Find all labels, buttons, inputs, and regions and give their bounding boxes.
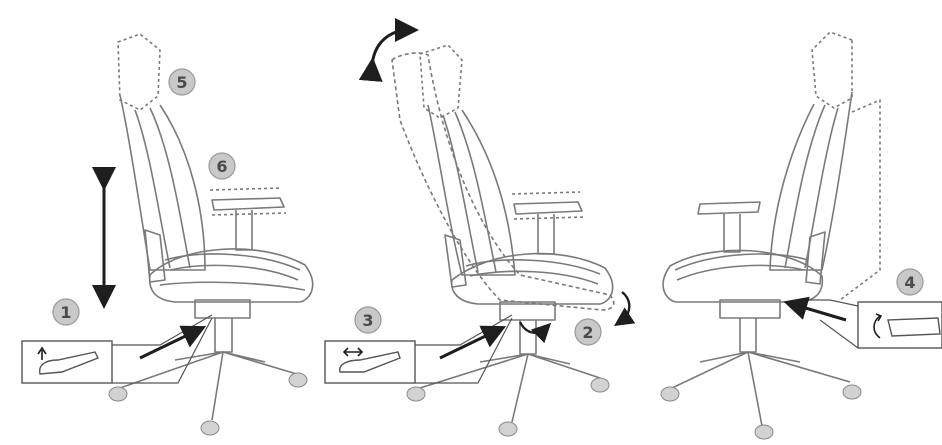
callout-2: 2	[575, 319, 601, 345]
right-backrest	[770, 92, 852, 270]
right-knob-inset	[792, 300, 942, 348]
right-armrest	[698, 202, 760, 214]
middle-chair	[392, 45, 614, 422]
callout-3-label: 3	[362, 311, 373, 330]
middle-backrest	[428, 105, 515, 275]
left-lever-inset	[22, 315, 212, 383]
left-chair	[118, 34, 313, 420]
callout-1: 1	[53, 299, 79, 325]
middle-armrest	[514, 202, 582, 214]
right-headrest	[812, 32, 852, 108]
callout-1-label: 1	[60, 303, 71, 322]
right-base	[672, 352, 850, 426]
left-base	[120, 352, 300, 420]
callout-2-label: 2	[582, 323, 593, 342]
callout-4-label: 4	[904, 273, 915, 292]
callout-6-label: 6	[216, 157, 227, 176]
left-headrest	[118, 34, 160, 110]
middle-headrest	[420, 45, 462, 118]
right-chair	[663, 32, 880, 426]
left-backrest	[120, 95, 205, 270]
middle-lever-inset	[325, 315, 512, 383]
callout-5-label: 5	[176, 73, 187, 92]
callout-6: 6	[209, 153, 235, 179]
callout-3: 3	[355, 307, 381, 333]
middle-base	[420, 354, 600, 422]
callout-5: 5	[169, 69, 195, 95]
callout-4: 4	[897, 269, 923, 295]
left-armrest	[212, 198, 284, 210]
right-casters	[661, 385, 861, 439]
curved-rotate-arrow-icon	[372, 30, 410, 66]
middle-casters	[407, 378, 609, 436]
